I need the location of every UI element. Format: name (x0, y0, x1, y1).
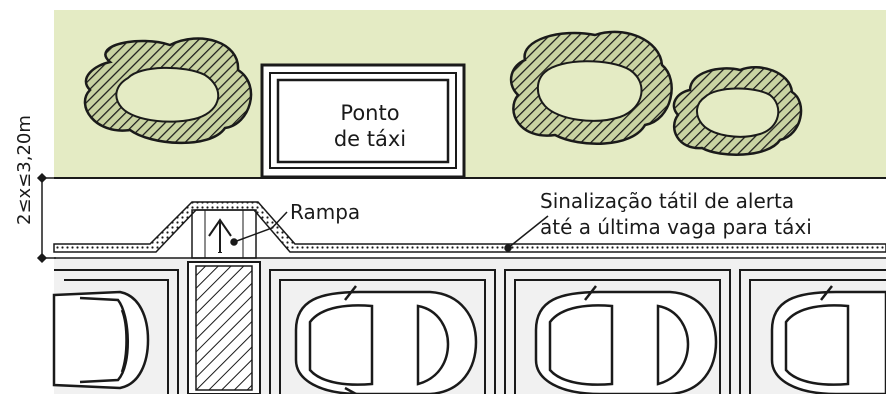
taxi-stand-label-line1: Ponto (340, 101, 400, 125)
tactile-warning-strip (53, 201, 886, 253)
car-4 (770, 285, 886, 394)
car-1 (52, 290, 150, 390)
car-2 (294, 285, 478, 394)
taxi-stand-label-line2: de táxi (333, 127, 407, 151)
parking-dividers (54, 269, 886, 394)
ramp (191, 209, 257, 259)
tactile-warning-label: Sinalização tátil de alerta até a última… (540, 188, 812, 240)
tree-right (672, 65, 803, 156)
dimension-label: 2≤x≤3,20m (14, 115, 35, 225)
tree-left (83, 37, 253, 145)
taxi-stand-booth (260, 63, 466, 179)
crosswalk (187, 261, 261, 394)
car-3 (534, 285, 718, 394)
taxi-stand-label: Ponto de táxi (300, 100, 440, 152)
tactile-warning-label-line1: Sinalização tátil de alerta (540, 189, 795, 213)
tactile-warning-label-line2: até a última vaga para táxi (540, 215, 812, 239)
tree-middle (509, 30, 673, 145)
leader-lines (230, 211, 549, 252)
dimension-marker (36, 172, 56, 264)
ramp-label: Rampa (290, 200, 361, 224)
